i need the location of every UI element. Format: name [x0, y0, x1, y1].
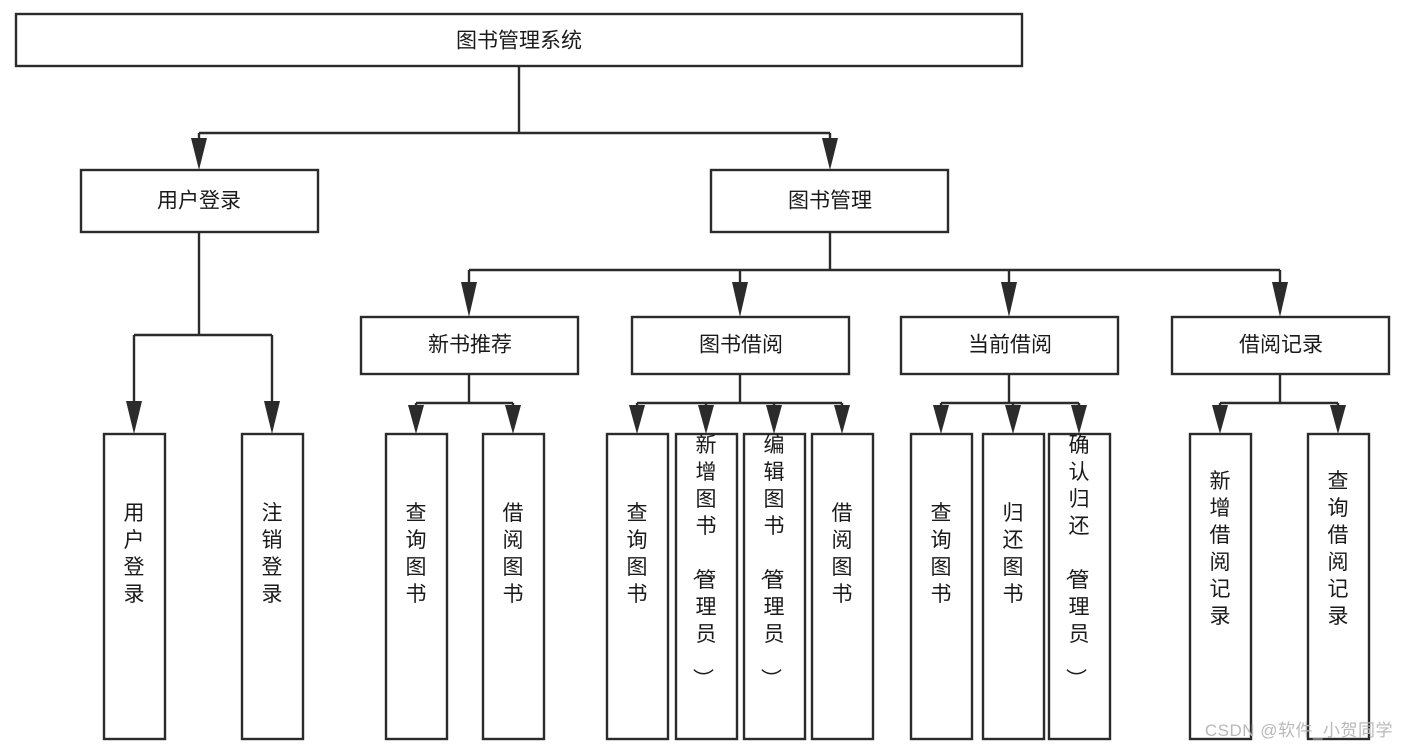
- leaf-node-query-book-current[interactable]: 查询图书: [909, 432, 974, 741]
- node-user-login[interactable]: 用户登录: [79, 168, 320, 234]
- leaf-node-query-book-borrow[interactable]: 查询图书: [605, 432, 670, 741]
- borrow-record-box[interactable]: [1170, 315, 1391, 376]
- node-root-book-management-system[interactable]: 图书管理系统: [14, 12, 1024, 68]
- node-book-borrow[interactable]: 图书借阅: [630, 315, 851, 376]
- leaf-box-query-borrow-record[interactable]: [1306, 432, 1371, 741]
- leaf-label-borrow-book-rec: 借阅图书: [503, 502, 524, 606]
- root-box[interactable]: [14, 12, 1024, 68]
- arrow-head-newbook-leaf-2: [505, 405, 521, 434]
- node-new-book-recommend[interactable]: 新书推荐: [359, 315, 580, 376]
- leaf-label-add-borrow-record: 新增借阅记录: [1210, 470, 1231, 628]
- arrow-head-borrowrecord-leaf-1: [1212, 405, 1228, 434]
- leaf-node-confirm-return-admin[interactable]: 确认归还（管理员）: [1047, 432, 1112, 741]
- arrow-head-book-mgmt: [822, 138, 838, 170]
- leaf-node-query-book-rec[interactable]: 查询图书: [384, 432, 449, 741]
- leaf-box-borrow-book[interactable]: [810, 432, 875, 741]
- connector-layer: [126, 66, 1346, 434]
- arrow-head-leaf-user-login: [126, 401, 142, 434]
- current-borrow-label: 当前借阅: [968, 334, 1052, 357]
- arrow-head-borrow-record: [1272, 282, 1288, 317]
- leaf-box-add-borrow-record[interactable]: [1188, 432, 1253, 741]
- arrow-head-bookborrow-leaf-4: [834, 405, 850, 434]
- user-login-label: 用户登录: [157, 190, 241, 213]
- leaf-box-add-book-admin[interactable]: [674, 432, 739, 741]
- arrow-head-leaf-logout: [264, 401, 280, 434]
- leaf-label-query-book-rec: 查询图书: [406, 502, 427, 606]
- arrow-head-bookborrow-leaf-1: [629, 405, 645, 434]
- leaf-box-confirm-return-admin[interactable]: [1047, 432, 1112, 741]
- arrow-head-bookborrow-leaf-3: [766, 405, 782, 434]
- leaf-node-user-login[interactable]: 用户登录: [102, 432, 167, 741]
- leaf-box-borrow-book-rec[interactable]: [481, 432, 546, 741]
- leaf-box-query-book-borrow[interactable]: [605, 432, 670, 741]
- leaf-label-return-book: 归还图书: [1003, 502, 1024, 606]
- leaf-node-return-book[interactable]: 归还图书: [981, 432, 1046, 741]
- node-borrow-record[interactable]: 借阅记录: [1170, 315, 1391, 376]
- arrow-head-book-borrow: [732, 282, 748, 317]
- arrow-head-new-book-rec: [461, 282, 477, 317]
- arrow-head-user-login: [191, 138, 207, 170]
- arrow-head-borrowrecord-leaf-2: [1330, 405, 1346, 434]
- leaf-box-user-login[interactable]: [102, 432, 167, 741]
- borrow-record-label: 借阅记录: [1239, 334, 1323, 357]
- root-label: 图书管理系统: [456, 30, 582, 53]
- current-borrow-box[interactable]: [899, 315, 1120, 376]
- arrow-head-currentborrow-leaf-1: [933, 405, 949, 434]
- leaf-node-edit-book-admin[interactable]: 编辑图书（管理员）: [742, 432, 807, 741]
- leaf-node-borrow-book-rec[interactable]: 借阅图书: [481, 432, 546, 741]
- leaf-node-borrow-book[interactable]: 借阅图书: [810, 432, 875, 741]
- leaf-label-borrow-book: 借阅图书: [832, 502, 853, 606]
- node-book-management[interactable]: 图书管理: [709, 168, 950, 234]
- leaf-label-query-book-current: 查询图书: [931, 502, 952, 606]
- leaf-box-return-book[interactable]: [981, 432, 1046, 741]
- leaf-layer: 用户登录 注销登录 查询图书 借阅图书 查询图书 新增图书（管理员）: [102, 432, 1371, 741]
- user-login-box[interactable]: [79, 168, 320, 234]
- leaf-box-query-book-current[interactable]: [909, 432, 974, 741]
- new-book-recommend-label: 新书推荐: [428, 334, 512, 357]
- new-book-recommend-box[interactable]: [359, 315, 580, 376]
- book-borrow-box[interactable]: [630, 315, 851, 376]
- arrow-head-bookborrow-leaf-2: [698, 405, 714, 434]
- leaf-box-logout[interactable]: [240, 432, 305, 741]
- leaf-node-add-book-admin[interactable]: 新增图书（管理员）: [674, 432, 739, 741]
- leaf-label-user-login: 用户登录: [124, 502, 145, 606]
- leaf-node-query-borrow-record[interactable]: 查询借阅记录: [1306, 432, 1371, 741]
- arrow-head-currentborrow-leaf-3: [1071, 405, 1087, 434]
- leaf-label-confirm-return-admin: 确认归还（管理员）: [1064, 434, 1090, 689]
- leaf-node-add-borrow-record[interactable]: 新增借阅记录: [1188, 432, 1253, 741]
- book-borrow-label: 图书借阅: [699, 334, 783, 357]
- book-management-label: 图书管理: [788, 190, 872, 213]
- arrow-head-newbook-leaf-1: [408, 405, 424, 434]
- leaf-box-query-book-rec[interactable]: [384, 432, 449, 741]
- arrow-head-current-borrow: [1001, 282, 1017, 317]
- book-management-box[interactable]: [709, 168, 950, 234]
- leaf-label-query-borrow-record: 查询借阅记录: [1328, 470, 1349, 628]
- leaf-label-logout: 注销登录: [262, 502, 283, 606]
- leaf-node-logout[interactable]: 注销登录: [240, 432, 305, 741]
- node-current-borrow[interactable]: 当前借阅: [899, 315, 1120, 376]
- leaf-label-add-book-admin: 新增图书（管理员）: [691, 434, 717, 689]
- arrow-head-currentborrow-leaf-2: [1005, 405, 1021, 434]
- leaf-label-edit-book-admin: 编辑图书（管理员）: [759, 434, 785, 689]
- leaf-label-query-book-borrow: 查询图书: [627, 502, 648, 606]
- leaf-box-edit-book-admin[interactable]: [742, 432, 807, 741]
